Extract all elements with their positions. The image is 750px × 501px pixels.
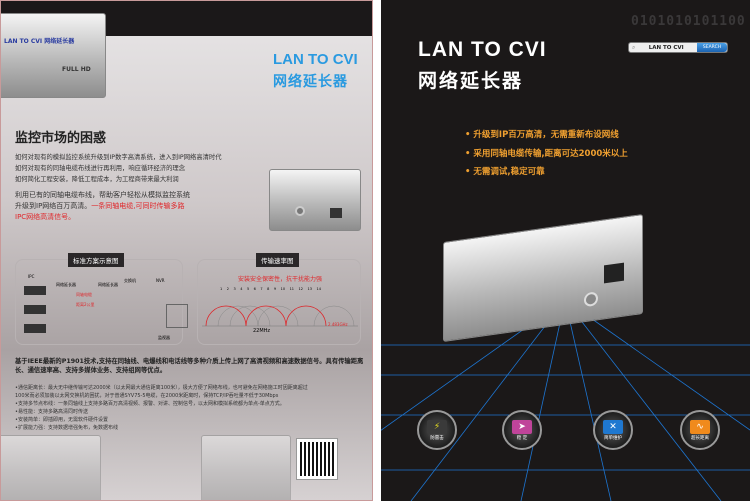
channel-label: 13 — [307, 287, 312, 291]
feature-icon-wave: ∿超长距离 — [680, 410, 720, 450]
intro-paragraph: 基于IEEE最新的P1901技术,支持在同轴线、电爆线和电话线等多种介质上传上网… — [15, 358, 364, 374]
device-image-faded — [1, 435, 101, 500]
feature-bullet: • 无需调试,稳定可靠 — [465, 167, 545, 177]
feature-line: •扩展能力强：支持数据增强免布，免数据布线 — [15, 425, 118, 431]
feature-line: •通信距离长：最大无中继传输可达2000米（以太网最大通信距离100米），极大方… — [15, 385, 308, 391]
channel-label: 10 — [280, 287, 286, 291]
switch-label: 交换机 — [124, 278, 136, 283]
product-subtitle: 网络延长器 — [273, 74, 348, 90]
rate-title: 传输速率图 — [256, 253, 299, 267]
rate-headline: 安装安全保密性，抗干扰能力强 — [238, 276, 323, 283]
diagram-box: 标准方案示意图 IPC 网络延长器 网络延长器 交换机 NVR 同轴电缆 距离2… — [15, 253, 188, 345]
question-line: 如何对现有的模拟监控系统升级到IP数字高清系统，进入到IP网络高清时代 — [15, 154, 222, 161]
channel-label: 5 — [246, 287, 250, 291]
feature-icon-lightning: ⚡防雷击 — [417, 410, 457, 450]
binary-decoration: 0101010101100 — [631, 14, 746, 29]
bnc-connector-icon — [584, 291, 598, 308]
device-image-side — [269, 169, 361, 231]
distance-label: 距离2公里 — [76, 302, 95, 307]
search-bar[interactable]: ⌕ LAN TO CVI SEARCH — [628, 42, 728, 53]
channel-label: 11 — [289, 287, 295, 291]
product-title: LAN TO CVI — [273, 51, 358, 68]
channel-arcs — [202, 305, 358, 327]
feature-bullet: • 升级到IP百万高清，无需重新布设网线 — [465, 130, 619, 140]
feature-icon-tools: ✕简单维护 — [593, 410, 633, 450]
solution-line: 利用已有的同轴电缆布线，帮助客户轻松从模拟监控系统 — [15, 191, 190, 199]
channel-label: 14 — [316, 287, 321, 291]
feature-line: 100米而必须加装以太网交换机的困扰，对于普通SYV75-5电缆，在2000米距… — [15, 393, 279, 399]
solution-line: 升级到IP网络百万高清。一条同轴电缆,可同时传输多路 — [15, 201, 185, 211]
wave-icon: ∿ — [690, 419, 710, 434]
search-icon: ⌕ — [632, 43, 636, 51]
channel-label: 6 — [253, 287, 256, 291]
ipc-label: IPC — [28, 274, 35, 279]
icon-label: 简单维护 — [604, 435, 622, 441]
device-badge: FULL HD — [62, 66, 91, 73]
product-subtitle: 网络延长器 — [418, 70, 524, 92]
section-heading: 监控市场的困惑 — [15, 131, 107, 146]
solution-highlight: IPC网络高清信号。 — [15, 213, 76, 221]
channel-label: 12 — [298, 287, 304, 291]
diagram-title: 标准方案示意图 — [68, 253, 124, 267]
feature-line: •安装简单：即插即用，无需软件硬件设置 — [15, 417, 108, 423]
bandwidth-label: 22MHz — [253, 328, 271, 334]
ethernet-port-icon — [604, 262, 624, 284]
question-line: 如何简化工程安装，降低工程成本，为工程商带来最大利润 — [15, 176, 179, 183]
feature-text: 无需调试,稳定可靠 — [473, 167, 545, 177]
monitor-icon — [166, 304, 188, 328]
right-brochure-page: 0101010101100 ⌕ LAN TO CVI SEARCH LAN TO… — [381, 0, 750, 501]
feature-icon-plane: ➤稳 定 — [502, 410, 542, 450]
extender-label: 网络延长器 — [98, 282, 118, 287]
solution-highlight: 一条同轴电缆,可同时传输多路 — [91, 202, 185, 210]
channel-label: 7 — [260, 287, 263, 291]
channel-label: 8 — [267, 287, 270, 291]
channel-label: 3 — [233, 287, 236, 291]
device-image: LAN TO CVI 网络延长器 FULL HD — [1, 13, 106, 98]
device-label: LAN TO CVI 网络延长器 — [4, 38, 75, 45]
feature-line: •支持多节点布线：一条同轴线上支持多路百万高清视频、报警、对讲、控制信号，以太网… — [15, 401, 285, 407]
channel-label: 2 — [226, 287, 229, 291]
search-button[interactable]: SEARCH — [697, 43, 727, 52]
question-line: 如何对现有的同轴电缆布线进行再利用，响应循环经济的理念 — [15, 165, 186, 172]
device-image-faded — [201, 435, 291, 500]
paper-plane-icon: ➤ — [512, 419, 532, 434]
feature-line: •易性能：支持多路高清同时传送 — [15, 409, 88, 415]
channel-label: 1 — [220, 287, 223, 291]
channel-label: 9 — [273, 287, 277, 291]
camera-icon — [24, 286, 46, 295]
tools-icon: ✕ — [603, 419, 623, 434]
left-brochure-page: LAN TO CVI 网络延长器 FULL HD LAN TO CVI 网络延长… — [0, 0, 373, 501]
qr-code — [296, 438, 338, 480]
nvr-label: NVR — [156, 278, 165, 283]
channel-label: 4 — [240, 287, 243, 291]
extender-label: 网络延长器 — [56, 282, 76, 287]
camera-icon — [24, 324, 46, 333]
feature-text: 升级到IP百万高清，无需重新布设网线 — [473, 130, 619, 140]
lightning-icon: ⚡ — [427, 419, 447, 434]
search-input[interactable]: LAN TO CVI — [648, 44, 684, 51]
icon-label: 超长距离 — [691, 435, 709, 441]
feature-text: 采用同轴电缆传输,距离可达2000米以上 — [473, 149, 628, 159]
ethernet-port-icon — [330, 208, 342, 218]
frequency-label: 2.483GHz — [328, 322, 348, 327]
bnc-connector-icon — [295, 206, 305, 216]
cable-label: 同轴电缆 — [76, 292, 92, 297]
solution-text: 升级到IP网络百万高清。 — [15, 202, 92, 210]
product-title: LAN TO CVI — [418, 38, 547, 61]
icon-label: 防雷击 — [430, 435, 444, 441]
monitor-label: 监视器 — [158, 335, 170, 340]
icon-label: 稳 定 — [516, 435, 528, 441]
feature-bullet: • 采用同轴电缆传输,距离可达2000米以上 — [465, 149, 628, 159]
camera-icon — [24, 305, 46, 314]
